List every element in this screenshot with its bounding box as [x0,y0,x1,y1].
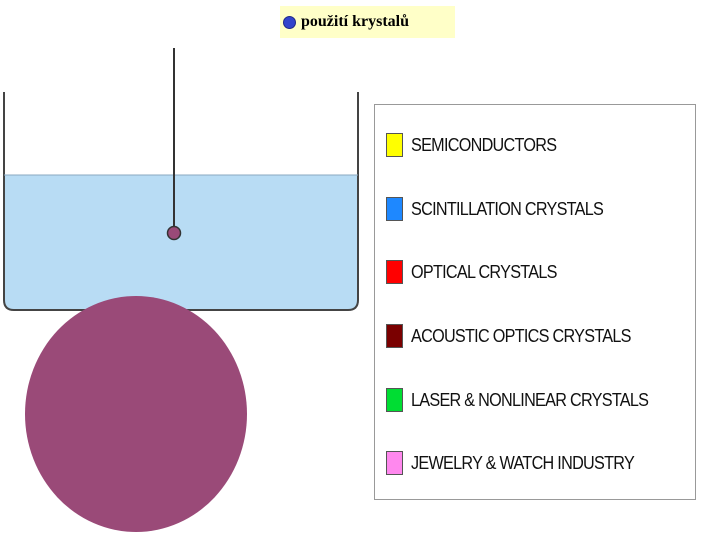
melt-liquid [4,175,358,310]
legend-item-optical: OPTICAL CRYSTALS [386,259,573,285]
legend-swatch-red [386,260,403,284]
title-box: použití krystalů [280,6,455,38]
crystal-uses-legend: SEMICONDUCTORS SCINTILLATION CRYSTALS OP… [374,104,696,500]
legend-item-scintillation: SCINTILLATION CRYSTALS [386,196,624,222]
legend-label: ACOUSTIC OPTICS CRYSTALS [411,325,631,346]
legend-item-acoustic-optics: ACOUSTIC OPTICS CRYSTALS [386,323,655,349]
legend-swatch-pink [386,451,403,475]
legend-item-jewelry-watch: JEWELRY & WATCH INDUSTRY [386,450,659,476]
legend-label: SEMICONDUCTORS [411,134,557,155]
legend-item-laser-nonlinear: LASER & NONLINEAR CRYSTALS [386,387,675,413]
blue-dot-icon [283,15,296,29]
legend-swatch-yellow [386,133,403,157]
grown-crystal [25,296,247,532]
page-title: použití krystalů [301,13,410,30]
legend-label: OPTICAL CRYSTALS [411,261,557,282]
legend-swatch-blue [386,197,403,221]
seed-crystal [166,225,182,241]
legend-swatch-dark-red [386,324,403,348]
legend-label: SCINTILLATION CRYSTALS [411,198,604,219]
legend-swatch-green [386,388,403,412]
legend-label: JEWELRY & WATCH INDUSTRY [411,452,635,473]
legend-item-semiconductors: SEMICONDUCTORS [386,132,572,158]
legend-label: LASER & NONLINEAR CRYSTALS [411,389,649,410]
